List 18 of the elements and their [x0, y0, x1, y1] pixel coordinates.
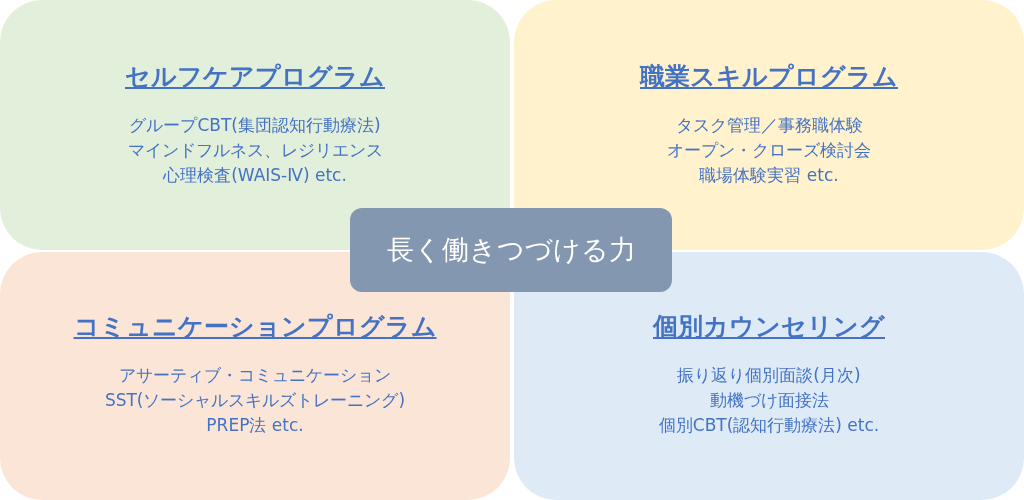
- center-box: [350, 208, 672, 292]
- list-item: タスク管理／事務職体験: [675, 114, 863, 137]
- panel-heading: コミュニケーションプログラム: [73, 311, 437, 343]
- list-item: 振り返り個別面談(月次): [677, 364, 861, 387]
- list-item: SST(ソーシャルスキルズトレーニング): [104, 389, 406, 412]
- list-item: オープン・クローズ検討会: [667, 139, 871, 162]
- list-item: PREP法 etc.: [206, 414, 304, 437]
- center-label: 長く働きつづける力: [386, 233, 636, 267]
- panel-heading: セルフケアプログラム: [125, 61, 385, 93]
- list-item: マインドフルネス、レジリエンス: [127, 139, 383, 162]
- list-item: アサーティブ・コミュニケーション: [119, 364, 391, 387]
- panel-heading: 個別カウンセリング: [653, 311, 885, 343]
- list-item: 職場体験実習 etc.: [699, 164, 839, 187]
- list-item: 心理検査(WAIS-Ⅳ) etc.: [163, 164, 347, 187]
- list-item: グループCBT(集団認知行動療法): [129, 114, 381, 137]
- list-item: 個別CBT(認知行動療法) etc.: [658, 414, 880, 437]
- list-item: 動機づけ面接法: [709, 389, 829, 412]
- panel-heading: 職業スキルプログラム: [640, 61, 898, 93]
